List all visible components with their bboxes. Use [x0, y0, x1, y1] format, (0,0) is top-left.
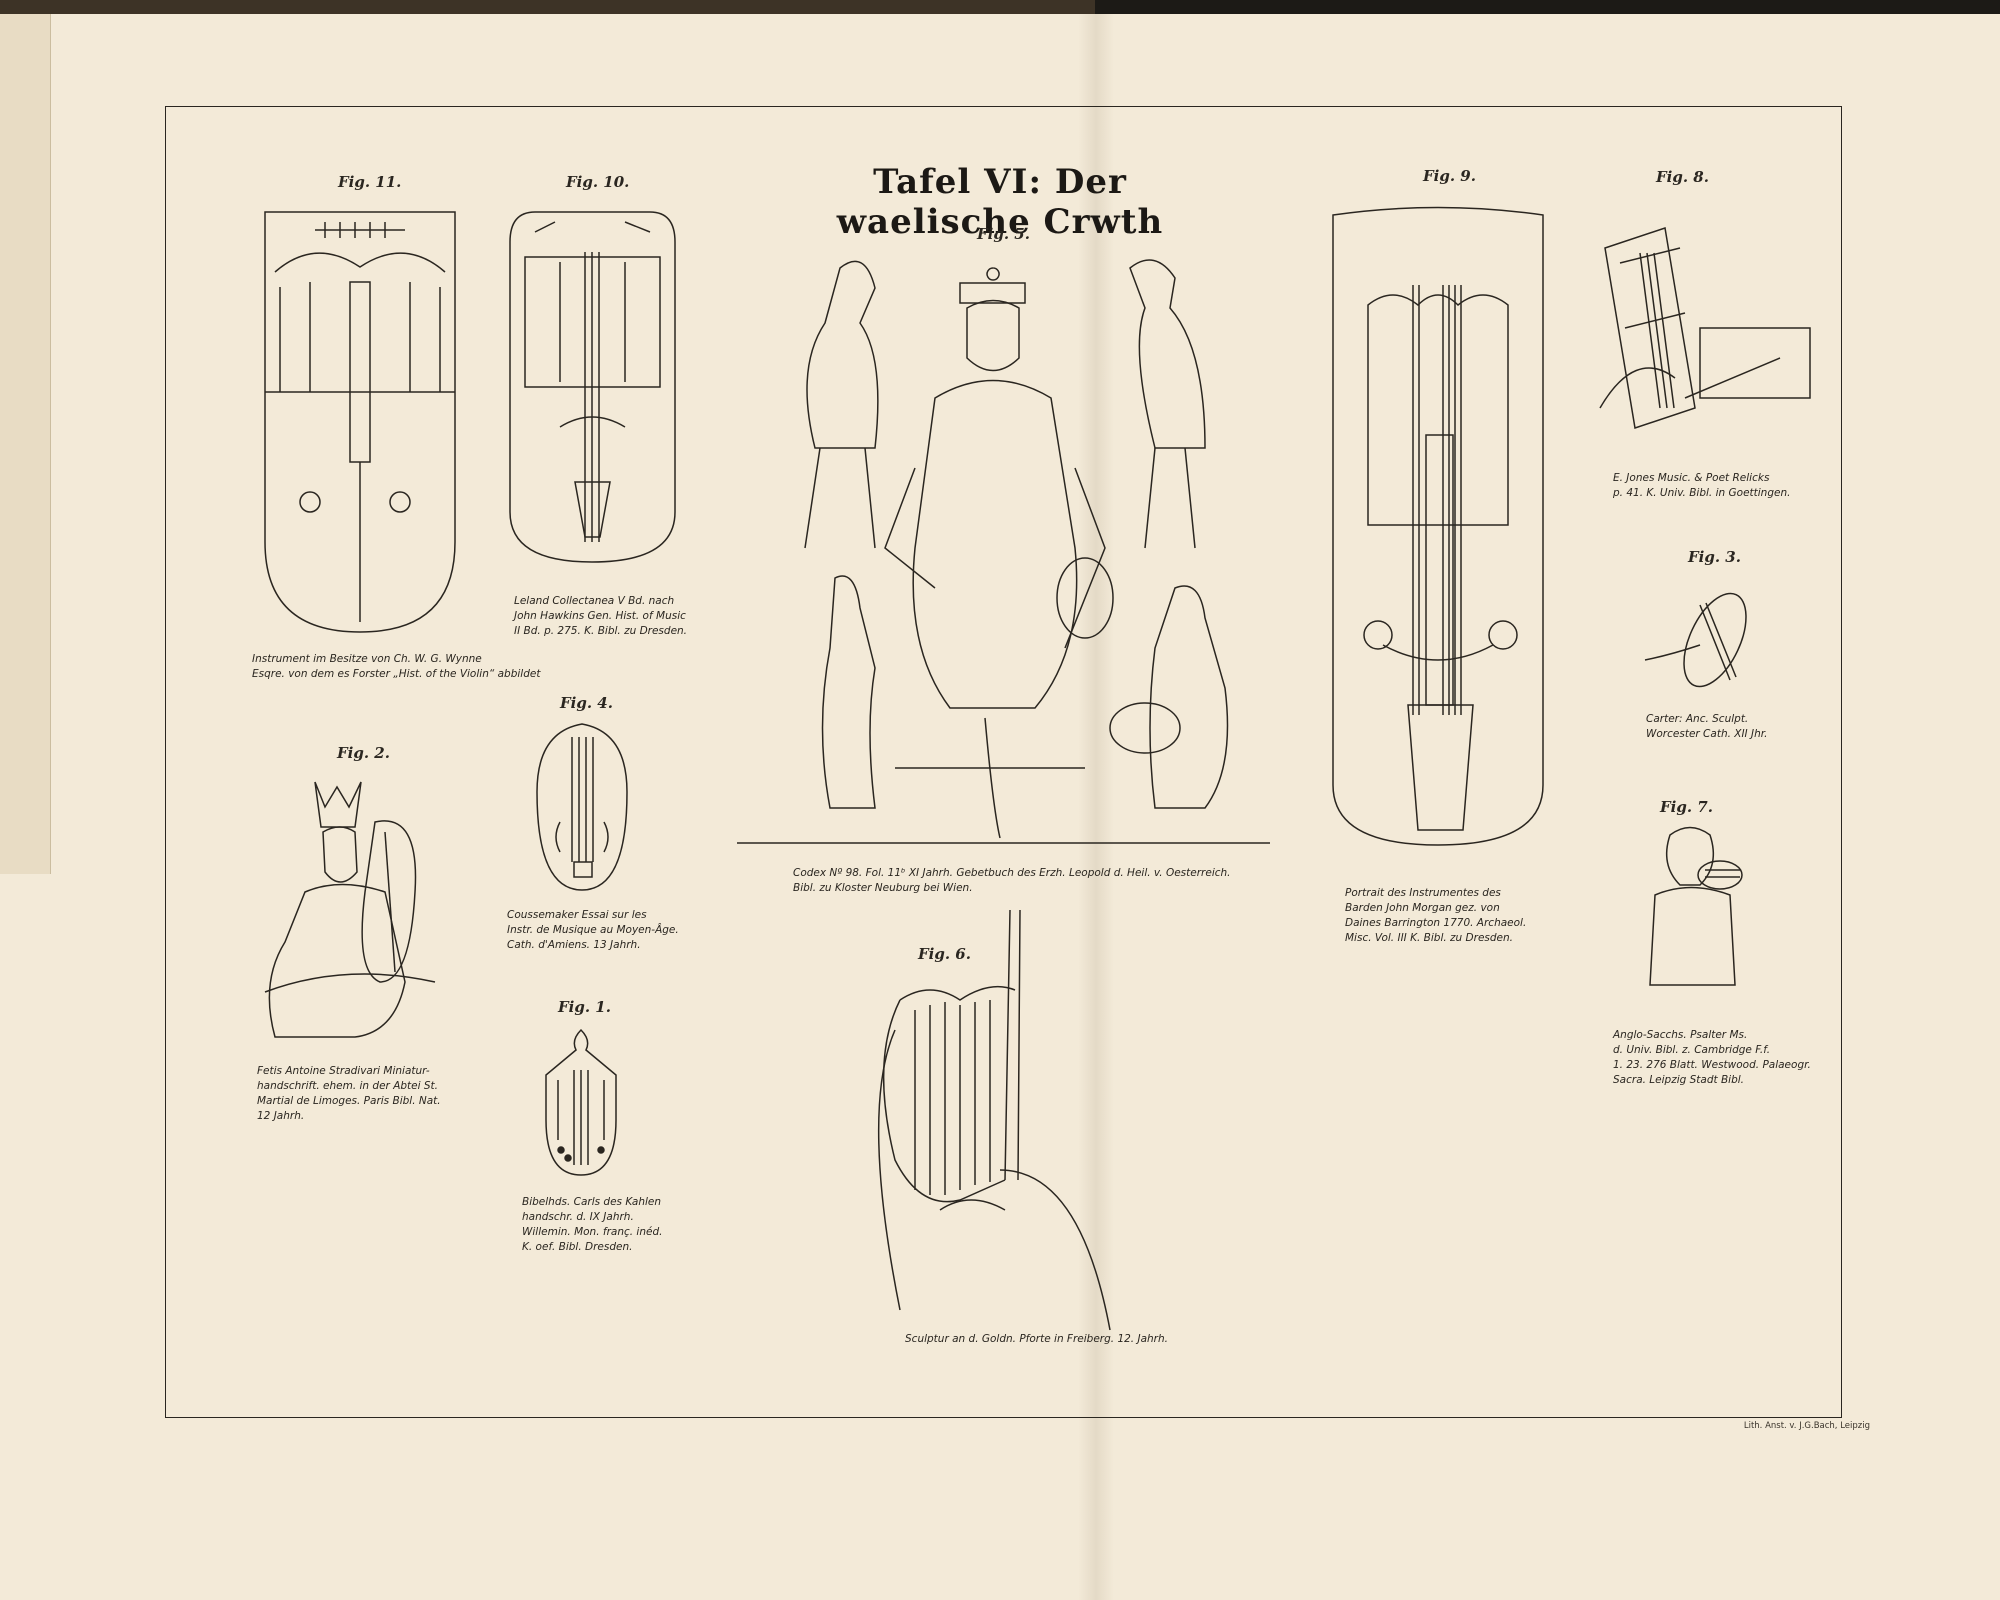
fig6-label: Fig. 6.	[918, 945, 971, 963]
fig2-label: Fig. 2.	[337, 744, 390, 762]
fig4-caption: Coussemaker Essai sur les Instr. de Musi…	[507, 909, 679, 951]
fig7-caption: Anglo-Sacchs. Psalter Ms. d. Univ. Bibl.…	[1613, 1029, 1811, 1086]
book-spread-page	[0, 14, 2000, 1600]
fig8-drawing	[1599, 227, 1811, 429]
fig3-caption: Carter: Anc. Sculpt. Worcester Cath. XII…	[1646, 713, 1768, 740]
fig10-drawing	[509, 211, 676, 563]
fig10-label: Fig. 10.	[566, 173, 630, 191]
fig4-drawing	[536, 723, 628, 891]
fig6-drawing	[877, 909, 1111, 1331]
fig3-label: Fig. 3.	[1688, 548, 1741, 566]
fig11-label: Fig. 11.	[338, 173, 402, 191]
fig10-caption: Leland Collectanea V Bd. nach John Hawki…	[514, 595, 688, 637]
fig11-drawing	[264, 211, 456, 633]
fig7-drawing	[1649, 826, 1743, 986]
fig5-label: Fig. 5.	[977, 225, 1030, 243]
fig11-caption: Instrument im Besitze von Ch. W. G. Wynn…	[252, 653, 541, 680]
plate-border	[165, 106, 1842, 1418]
fig3-drawing	[1644, 592, 1747, 688]
fig1-caption: Bibelhds. Carls des Kahlen handschr. d. …	[522, 1196, 663, 1253]
fig2-caption: Fetis Antoine Stradivari Miniatur- hands…	[257, 1065, 441, 1122]
folded-page-edge	[0, 14, 51, 874]
fig9-drawing	[1332, 206, 1544, 846]
fig2-drawing	[264, 781, 436, 1038]
fig9-label: Fig. 9.	[1423, 167, 1476, 185]
fig9-caption: Portrait des Instrumentes des Barden Joh…	[1345, 887, 1527, 944]
fig7-label: Fig. 7.	[1660, 798, 1713, 816]
plate-title: Tafel VI: Der waelische Crwth	[836, 162, 1164, 242]
fig4-label: Fig. 4.	[560, 694, 613, 712]
fig8-caption: E. Jones Music. & Poet Relicks p. 41. K.…	[1613, 472, 1791, 499]
fig8-label: Fig. 8.	[1656, 168, 1709, 186]
fig1-drawing	[545, 1028, 617, 1176]
fig6-caption: Sculptur an d. Goldn. Pforte in Freiberg…	[905, 1333, 1168, 1345]
lithographer-credit: Lith. Anst. v. J.G.Bach, Leipzig	[1743, 1421, 1870, 1431]
book-cover-edge	[0, 0, 1095, 14]
fig1-label: Fig. 1.	[558, 998, 611, 1016]
fig5-caption: Codex Nº 98. Fol. 11ᵇ XI Jahrh. Gebetbuc…	[793, 867, 1231, 894]
fig5-drawing	[737, 259, 1270, 844]
